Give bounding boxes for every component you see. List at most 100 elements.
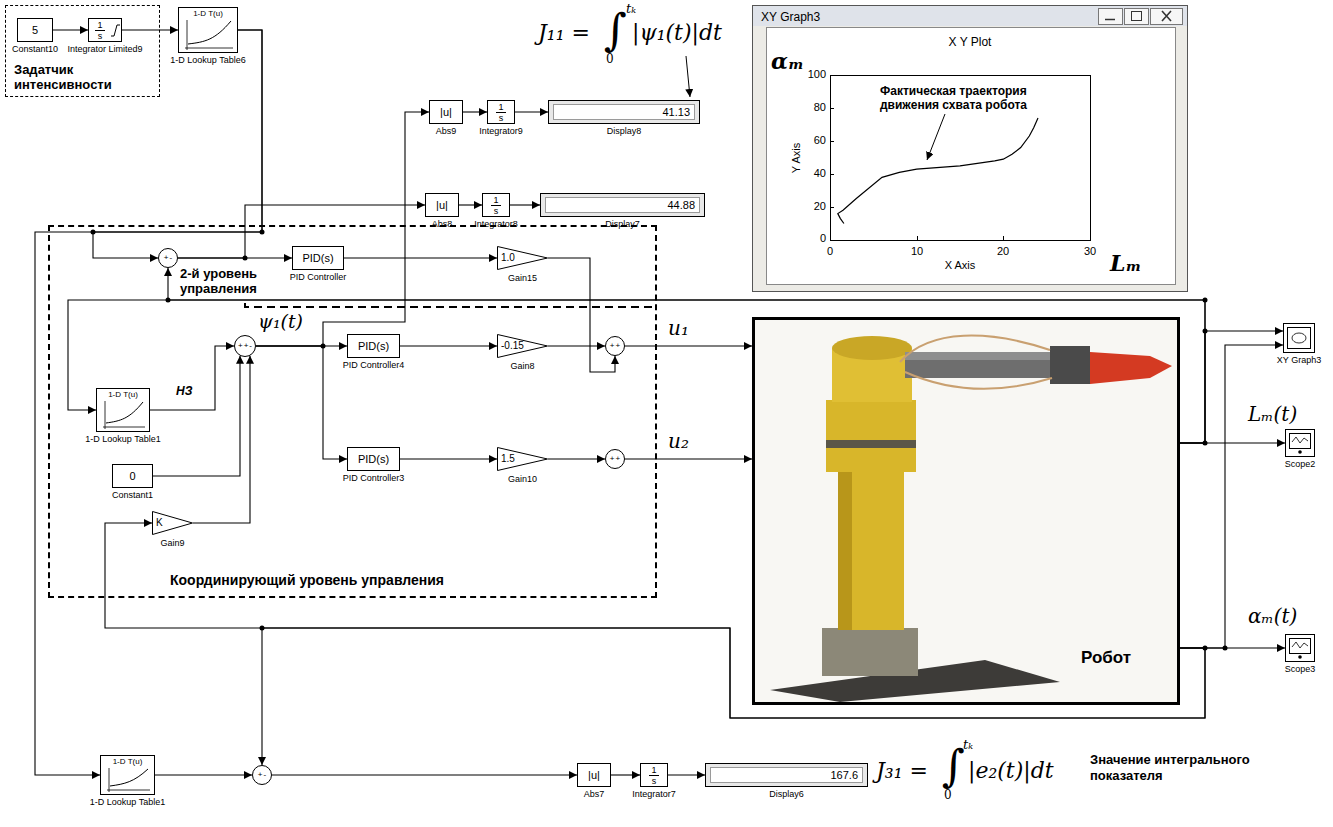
tick-label: 60 bbox=[788, 134, 826, 147]
axis-ticks bbox=[830, 109, 1004, 241]
sign-label: + bbox=[244, 342, 249, 350]
block-value: 5 bbox=[18, 24, 52, 37]
sign-label: + bbox=[610, 455, 615, 463]
block-value: 0 bbox=[113, 470, 152, 483]
block-value: s bbox=[641, 776, 667, 786]
block-value: PID(s) bbox=[293, 252, 343, 265]
sum-block: ++ bbox=[605, 449, 625, 469]
fraction-bar bbox=[491, 205, 501, 206]
gain-block: 1.0Gain15 bbox=[497, 246, 548, 270]
block-name: Integrator9 bbox=[479, 126, 523, 137]
tick-label: 100 bbox=[788, 68, 826, 81]
signal-wire bbox=[400, 345, 497, 346]
lookup-axes bbox=[185, 20, 233, 50]
signal-wire bbox=[548, 458, 605, 459]
block-value: 41.13 bbox=[553, 104, 695, 120]
fraction-bar bbox=[95, 30, 105, 31]
signal-wire bbox=[256, 346, 347, 459]
robot-arm bbox=[905, 352, 1055, 378]
sign-label: + bbox=[616, 342, 621, 350]
tick-label: 0 bbox=[788, 232, 826, 245]
scope-icon bbox=[1286, 635, 1314, 661]
axis-symbol: Lₘ bbox=[1110, 250, 1142, 276]
signal-wire bbox=[344, 257, 497, 258]
block-value: 1-D T(u) bbox=[101, 757, 154, 766]
integral-sign: ∫ bbox=[942, 744, 965, 788]
window-title-bar bbox=[753, 6, 1187, 26]
block-value: PID(s) bbox=[348, 340, 399, 353]
scope-icon bbox=[1286, 430, 1314, 456]
robot-housing bbox=[826, 400, 916, 472]
block-value: 1.0 bbox=[501, 252, 515, 264]
integrator-block: 1sIntegrator8 bbox=[482, 193, 510, 217]
block-name: Display8 bbox=[607, 126, 642, 137]
sign-label: + bbox=[258, 771, 263, 779]
block-name: PID Controller3 bbox=[343, 473, 405, 484]
pid-block: PID(s)PID Controller4 bbox=[347, 334, 400, 358]
block-name: Gain8 bbox=[510, 361, 534, 372]
sum-block: +- bbox=[252, 765, 272, 785]
axis-title: Y Axis bbox=[790, 143, 803, 173]
fraction-bar bbox=[649, 775, 659, 776]
photo-caption: Робот bbox=[1081, 648, 1131, 667]
abs-block: |u|Abs7 bbox=[577, 763, 611, 787]
formula-lhs: J₁₁ = bbox=[538, 20, 590, 46]
signal-wire bbox=[611, 774, 640, 775]
block-name: Abs9 bbox=[436, 126, 457, 137]
block-name: Scope3 bbox=[1285, 664, 1316, 675]
signal-wire bbox=[155, 774, 252, 775]
block-note: НЗ bbox=[176, 384, 192, 398]
robot-wrist bbox=[1050, 346, 1090, 384]
xy-screen bbox=[1288, 328, 1311, 349]
robot-gripper bbox=[1090, 352, 1172, 384]
robot-housing-band bbox=[826, 440, 916, 448]
signal-name: u₁ bbox=[668, 316, 689, 340]
display-block: 41.13Display8 bbox=[548, 100, 700, 124]
plot-axes bbox=[831, 76, 1091, 241]
close-button bbox=[1151, 9, 1183, 25]
block-value: PID(s) bbox=[348, 453, 399, 466]
maximize-button bbox=[1125, 9, 1149, 25]
lookup-curve bbox=[106, 402, 143, 423]
tick-label: 40 bbox=[788, 167, 826, 180]
signal-wire bbox=[53, 29, 88, 30]
signal-wire bbox=[168, 268, 1205, 443]
signal-wire bbox=[548, 258, 615, 372]
signal-name: Lₘ(t) bbox=[1248, 402, 1297, 426]
group-heading: Задатчик интенсивности bbox=[14, 62, 142, 92]
block-value: -0.15 bbox=[501, 340, 524, 352]
scope-knob bbox=[1298, 450, 1302, 454]
signal-wire bbox=[510, 204, 540, 205]
callout-note: Фактическая траектория движения схвата р… bbox=[880, 84, 1052, 112]
signal-wire bbox=[68, 300, 1205, 443]
gain-triangle bbox=[498, 247, 548, 270]
block-name: Gain10 bbox=[508, 474, 537, 485]
block-name: Integrator Limited9 bbox=[67, 44, 142, 55]
group-heading: Координирующий уровень управления bbox=[170, 572, 444, 588]
scope-knob bbox=[1298, 655, 1302, 659]
signal-name: u₂ bbox=[668, 429, 689, 453]
scope-trace bbox=[1292, 642, 1308, 648]
integl-icon bbox=[89, 19, 121, 41]
block-value: s bbox=[89, 31, 111, 41]
gain-triangle bbox=[153, 512, 193, 535]
scope-trace bbox=[1292, 437, 1308, 443]
robot-arm-highlight bbox=[905, 352, 1055, 360]
gain-block: 1.5Gain10 bbox=[497, 447, 548, 471]
block-name: PID Controller4 bbox=[343, 360, 405, 371]
signal-wire bbox=[668, 774, 705, 775]
gain-triangle bbox=[498, 448, 548, 471]
robot-head-cap bbox=[832, 336, 912, 360]
block-name: 1-D Lookup Table1 bbox=[90, 797, 165, 808]
signal-wire bbox=[1180, 345, 1283, 648]
block-value: 1-D T(u) bbox=[179, 9, 237, 18]
block-value: 1.5 bbox=[501, 453, 515, 465]
maximize-icon bbox=[1132, 12, 1142, 21]
block-name: Display6 bbox=[769, 789, 804, 800]
gain-triangle bbox=[498, 335, 548, 358]
tick-label: 80 bbox=[788, 101, 826, 114]
fraction-bar bbox=[496, 112, 506, 113]
window-frame bbox=[753, 6, 1188, 292]
signal-wire bbox=[93, 30, 262, 258]
block-name: 1-D Lookup Table1 bbox=[85, 434, 160, 445]
